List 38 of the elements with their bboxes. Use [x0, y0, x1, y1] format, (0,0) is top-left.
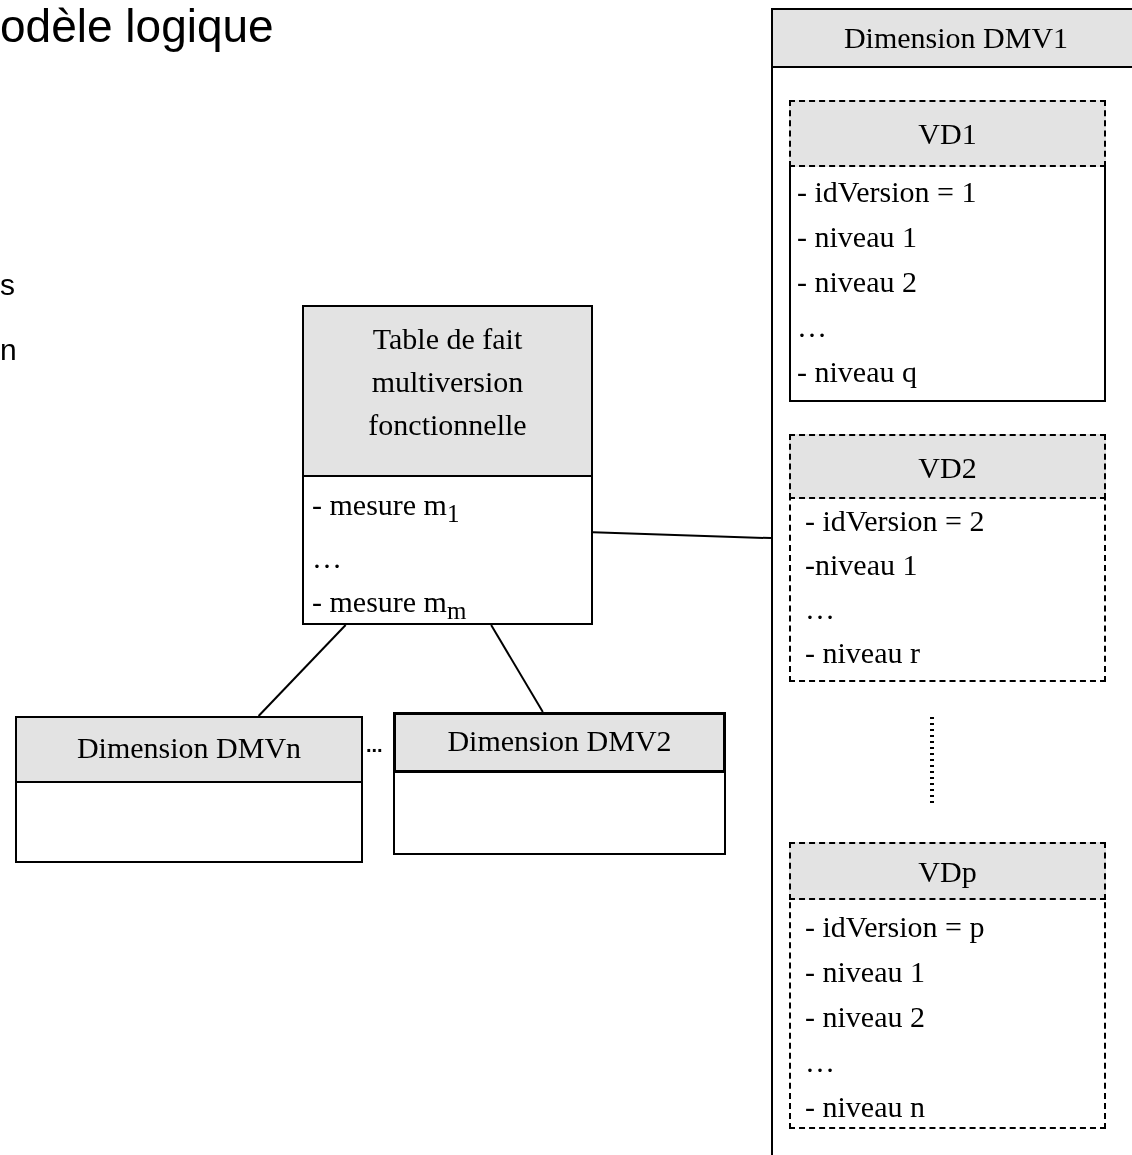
attribute-text: - niveau 2: [797, 264, 918, 300]
entity-name: Dimension DMVn: [15, 716, 363, 783]
attribute-text: - niveau n: [805, 1089, 926, 1125]
attribute-text: …: [805, 591, 836, 627]
entity-name: Dimension DMV1: [771, 8, 1132, 68]
entity-box: [771, 8, 1132, 1155]
attribute-text: - idVersion = 2: [805, 503, 986, 539]
entity-box: [789, 842, 1106, 1129]
text-fragment: ...: [366, 734, 383, 757]
attribute-text: …: [797, 309, 828, 345]
entity-name: Table de fait multiversion fonctionnelle: [302, 305, 593, 477]
text-fragment: n: [0, 333, 17, 367]
attribute-text: - mesure m$_{m}$: [312, 584, 468, 626]
attribute-text: - niveau 1: [797, 219, 918, 255]
entity-box: [302, 305, 593, 625]
entity-name: VD1: [789, 100, 1106, 167]
entity-name: Dimension DMV2: [393, 712, 726, 773]
entity-box: [789, 434, 1106, 682]
entity-box: [789, 100, 1106, 402]
attribute-text: - mesure m$_{1}$: [312, 487, 461, 529]
connector-line: [592, 531, 772, 540]
attribute-text: - niveau 1: [805, 954, 926, 990]
connector-line: [257, 624, 347, 717]
entity-box: [15, 716, 363, 863]
connector-line: [490, 624, 544, 713]
entity-name: VD2: [789, 434, 1106, 499]
attribute-text: - niveau 2: [805, 999, 926, 1035]
attribute-text: - idVersion = p: [805, 909, 986, 945]
slide-title: odèle logique: [0, 0, 274, 52]
entity-name: VDp: [789, 842, 1106, 900]
attribute-text: - niveau r: [805, 635, 921, 671]
attribute-text: …: [805, 1044, 836, 1080]
attribute-text: - niveau q: [797, 354, 918, 390]
attribute-text: -niveau 1: [805, 547, 919, 583]
entity-box: [393, 712, 726, 855]
attribute-text: - idVersion = 1: [797, 174, 978, 210]
text-fragment: s: [0, 268, 15, 302]
attribute-text: …: [312, 540, 343, 576]
